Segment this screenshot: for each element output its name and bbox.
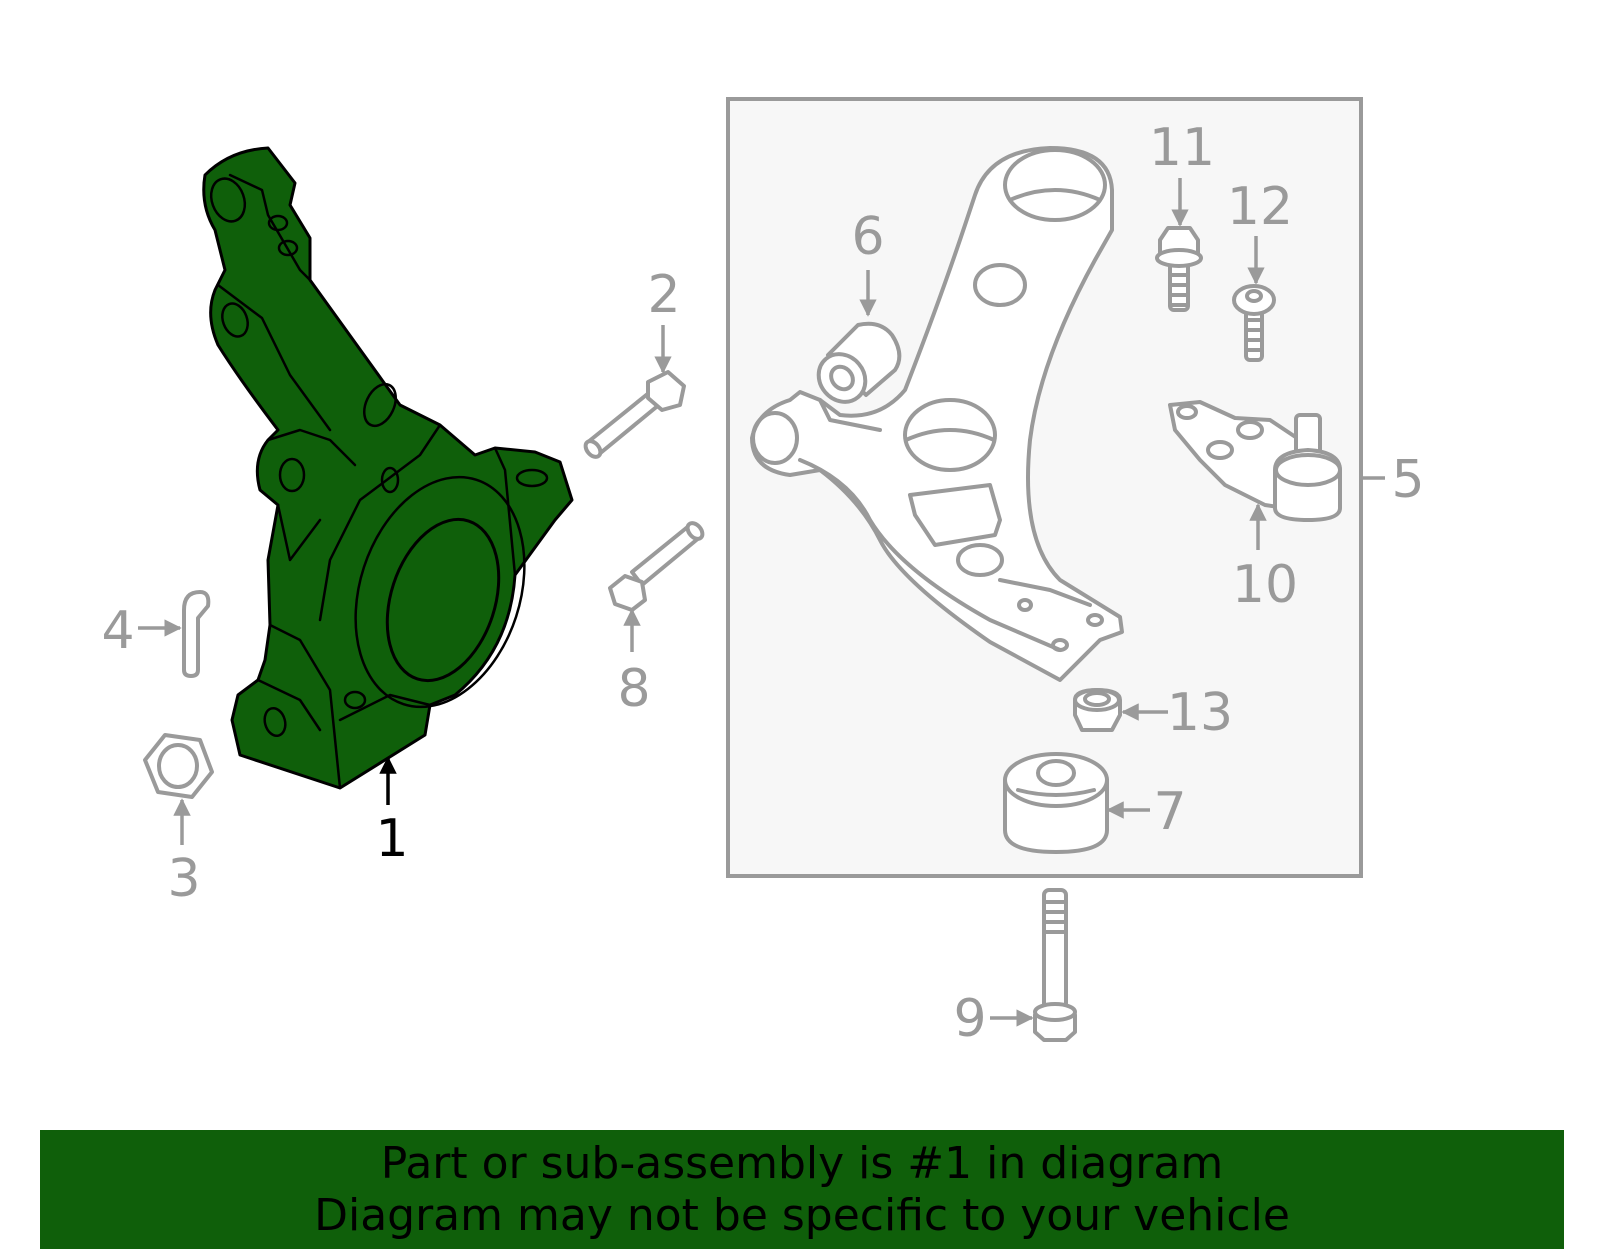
- ball-joint-10[interactable]: [1168, 400, 1342, 522]
- callout-1: 1: [375, 809, 408, 869]
- callout-12: 12: [1227, 177, 1293, 237]
- callout-9: 9: [953, 989, 986, 1049]
- notice-banner: Part or sub-assembly is #1 in diagram Di…: [40, 1130, 1564, 1249]
- callout-6: 6: [851, 207, 884, 267]
- nut-3[interactable]: [143, 733, 214, 799]
- bolt-12[interactable]: [1232, 284, 1276, 362]
- callout-2: 2: [647, 265, 680, 325]
- bolt-2[interactable]: [583, 370, 686, 460]
- callout-7: 7: [1153, 782, 1186, 842]
- lower-control-arm[interactable]: [750, 146, 1124, 682]
- callout-8: 8: [617, 659, 650, 719]
- callout-13: 13: [1167, 683, 1233, 743]
- callout-5: 5: [1391, 450, 1424, 510]
- bolt-11[interactable]: [1155, 226, 1203, 312]
- banner-line-2: Diagram may not be specific to your vehi…: [314, 1190, 1290, 1241]
- bushing-6[interactable]: [809, 321, 902, 412]
- bolt-8[interactable]: [608, 520, 705, 612]
- nut-13[interactable]: [1073, 688, 1122, 732]
- callout-11: 11: [1149, 118, 1215, 178]
- bolt-9[interactable]: [1033, 888, 1077, 1042]
- callout-4: 4: [101, 601, 134, 661]
- bushing-7[interactable]: [1003, 752, 1109, 854]
- callout-3: 3: [167, 849, 200, 909]
- steering-knuckle[interactable]: [202, 146, 574, 790]
- banner-line-1: Part or sub-assembly is #1 in diagram: [380, 1138, 1224, 1189]
- cotter-pin-4[interactable]: [182, 590, 211, 678]
- callout-10: 10: [1232, 555, 1298, 615]
